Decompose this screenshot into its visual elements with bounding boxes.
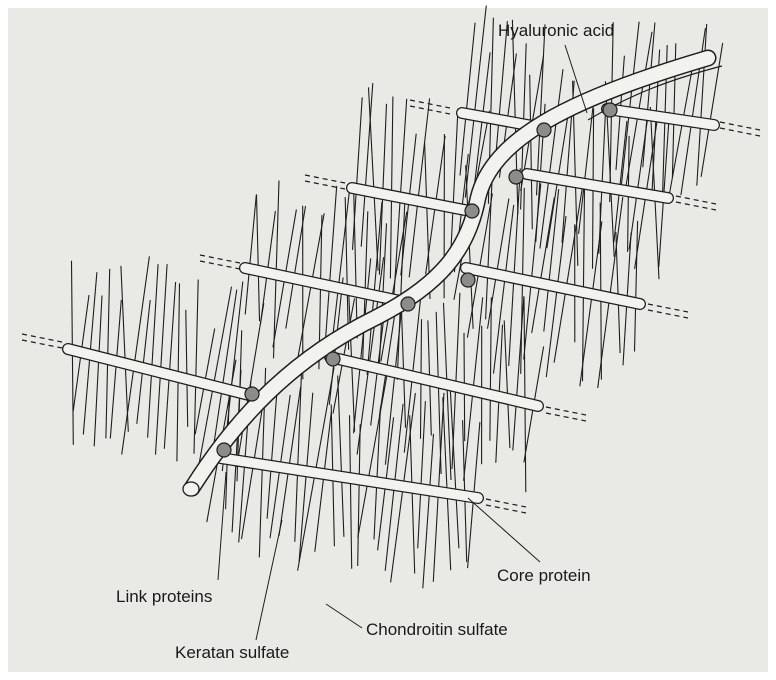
- link-proteins-label: Link proteins: [116, 587, 212, 607]
- link-protein-node: [217, 443, 231, 457]
- link-protein-node: [509, 170, 523, 184]
- chondroitin-sulfate-label: Chondroitin sulfate: [366, 620, 508, 640]
- link-protein-node: [465, 204, 479, 218]
- link-protein-node: [326, 352, 340, 366]
- hyaluronic-acid-label: Hyaluronic acid: [498, 21, 614, 41]
- link-protein-node: [537, 123, 551, 137]
- paper-background: [8, 8, 768, 672]
- link-protein-node: [401, 297, 415, 311]
- keratan-sulfate-label: Keratan sulfate: [175, 643, 289, 663]
- link-protein-node: [603, 103, 617, 117]
- link-protein-node: [245, 387, 259, 401]
- link-protein-node: [461, 273, 475, 287]
- hyaluronic-acid-end: [183, 482, 199, 496]
- core-protein-label: Core protein: [497, 566, 591, 586]
